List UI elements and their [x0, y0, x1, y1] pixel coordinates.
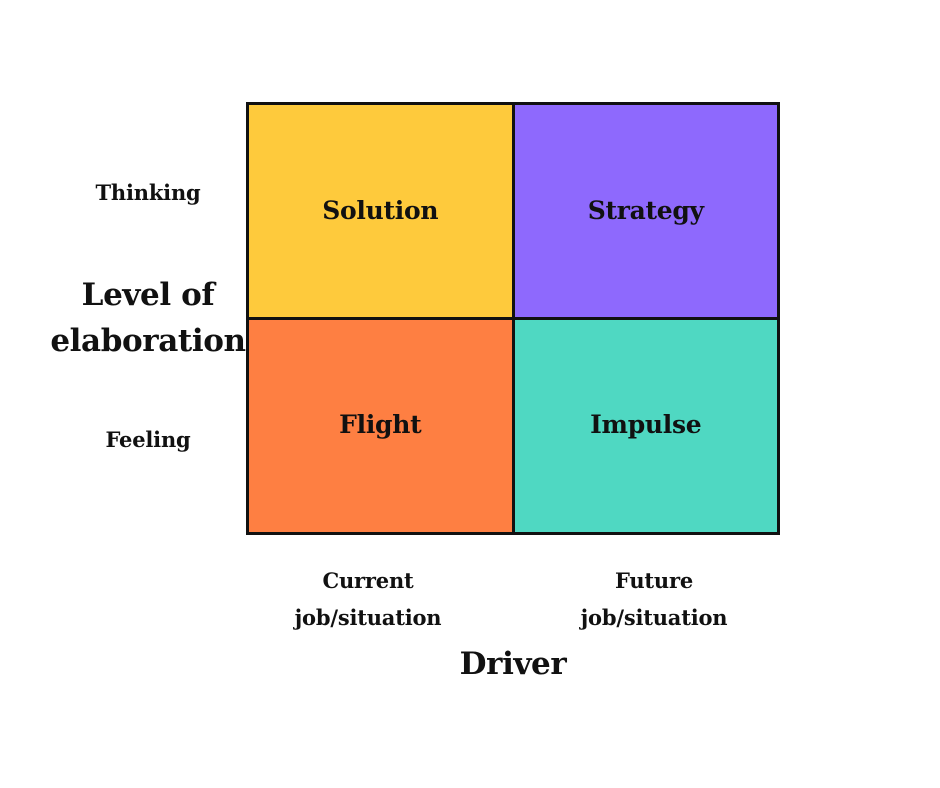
quadrant-label-solution: Solution	[322, 196, 439, 225]
y-axis-title: Level of elaboration	[48, 272, 248, 364]
x-tick-current: Current job/situation	[258, 562, 478, 636]
y-tick-thinking: Thinking	[95, 180, 201, 205]
quadrant-strategy: Strategy	[514, 105, 777, 317]
quadrant-solution: Solution	[249, 105, 512, 317]
x-tick-future-line-2: job/situation	[580, 605, 728, 630]
x-tick-future-line-1: Future	[614, 568, 693, 593]
x-tick-current-line-2: job/situation	[294, 605, 442, 630]
y-axis-title-line-2: elaboration	[50, 323, 246, 359]
quadrant-label-strategy: Strategy	[587, 196, 704, 225]
quadrant-impulse: Impulse	[514, 320, 777, 532]
x-tick-future: Future job/situation	[544, 562, 764, 636]
x-axis-title: Driver	[459, 646, 567, 682]
x-tick-current-line-1: Current	[322, 568, 414, 593]
quadrant-label-impulse: Impulse	[590, 410, 702, 439]
quadrant-matrix: Solution Strategy Flight Impulse	[246, 102, 780, 535]
quadrant-label-flight: Flight	[339, 410, 422, 439]
y-tick-feeling: Feeling	[105, 427, 191, 452]
y-axis-title-line-1: Level of	[81, 277, 215, 313]
quadrant-flight: Flight	[249, 320, 512, 532]
